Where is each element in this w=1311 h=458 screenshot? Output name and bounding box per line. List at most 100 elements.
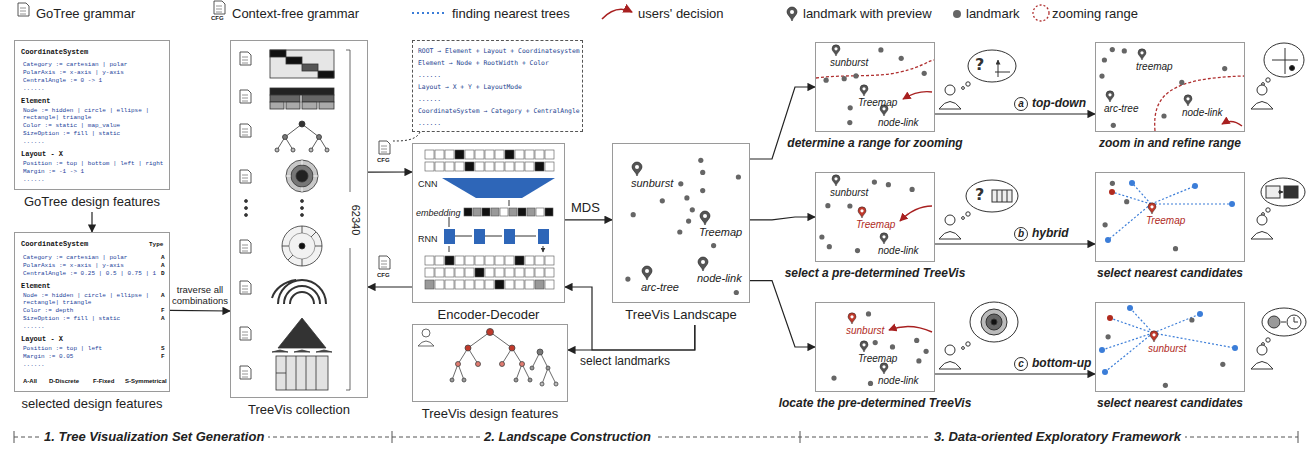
caption: TreeVis Landscape	[625, 307, 736, 322]
caption: TreeVis design features	[422, 406, 559, 421]
candidate-dots-part	[1229, 201, 1235, 207]
thumbnails-part	[301, 207, 304, 210]
landmark-pin	[880, 363, 888, 374]
callout-letter: a	[1014, 97, 1028, 111]
user-decision-part	[903, 92, 932, 99]
thumbnails-part	[299, 243, 305, 249]
node-text: ......	[418, 95, 441, 103]
landmark-dot	[914, 338, 919, 343]
node-text: ......	[23, 361, 45, 368]
matrix-cell	[495, 162, 504, 171]
node-text: PolarAxis := x-axis | y-axis	[23, 69, 124, 76]
thumbnails-part	[245, 207, 248, 210]
tree-figure-part	[520, 362, 525, 367]
edge-label: select landmarks	[578, 354, 672, 368]
user-icon	[1251, 215, 1273, 239]
caption: select nearest candidates	[1097, 396, 1243, 410]
candidate-dots-part	[1107, 315, 1113, 321]
node-text: Layout → X + Y + LayoutMode	[418, 83, 522, 91]
cnn-rnn-figure-part	[474, 229, 485, 244]
landmark-dot	[825, 203, 830, 208]
matrix-cell	[455, 280, 464, 289]
thumbnails-part	[291, 165, 313, 187]
user-icon-part	[1251, 362, 1273, 370]
landmark-dot	[631, 212, 636, 217]
landmark-pin	[880, 233, 888, 244]
thought-bubble	[962, 50, 1016, 89]
landmark-pin-part	[850, 315, 853, 318]
landmark-dot	[1189, 317, 1194, 322]
matrix-cell	[525, 162, 534, 171]
user-icon-part	[945, 85, 955, 95]
landmark-pin-part	[790, 10, 794, 14]
matrix-cell	[445, 162, 454, 171]
thought-icons-part	[981, 309, 1007, 335]
landmark-dot	[916, 358, 921, 363]
node-text: Treemap	[1146, 215, 1185, 227]
tree-figure-part	[530, 366, 534, 370]
matrix-cell	[455, 256, 464, 265]
matrix-cell	[475, 268, 484, 277]
landmark-pin-part	[1186, 97, 1189, 100]
matrix-cell	[527, 208, 535, 216]
landmark-dot	[878, 47, 883, 52]
matrix-cell	[445, 150, 454, 159]
landmark-dot	[866, 311, 871, 316]
legend-text: GoTree grammar	[36, 6, 135, 21]
landmark-pin-part	[834, 177, 837, 180]
landmark-pin-part	[880, 233, 888, 244]
thought-icons-part	[1268, 316, 1280, 328]
legend-swatch	[953, 10, 961, 18]
matrix-cell	[535, 162, 544, 171]
node-text: Treemap	[856, 219, 895, 231]
landmark-pin-part	[1152, 333, 1155, 336]
node-text: Category := cartesian | polar	[23, 61, 127, 68]
tree-figure-part	[546, 366, 550, 370]
matrix-cell	[518, 208, 526, 216]
grammar-box: ROOT → Element + Layout + Coordinatesyst…	[412, 40, 583, 132]
thought-icons-part	[992, 190, 1012, 202]
matrix-cell	[515, 268, 524, 277]
doc-icon-part	[242, 286, 248, 292]
landmark-pin	[698, 257, 708, 271]
callout-letter: b	[1014, 227, 1028, 241]
flow-arrow	[750, 281, 815, 347]
node-text: A	[161, 262, 165, 269]
thumbnails-part	[272, 280, 326, 304]
landmark-pin	[860, 341, 868, 352]
landmark-pin	[787, 7, 797, 21]
landmark-dot	[1110, 47, 1115, 52]
landmark-dot	[1106, 334, 1111, 339]
candidate-dots-part	[1109, 189, 1115, 195]
doc-icon-part	[379, 141, 390, 154]
matrix-cell	[485, 150, 494, 159]
landmark-dot	[868, 381, 873, 386]
node-text: ......	[418, 71, 441, 79]
thumbnails-part	[319, 102, 334, 109]
landmark-dot	[678, 181, 683, 186]
flow-arrow	[565, 219, 612, 220]
thought-bubble-part	[966, 212, 970, 216]
candidate-dots-part	[1127, 305, 1133, 311]
node-text: F	[161, 307, 165, 314]
thumbnails-part	[286, 57, 302, 64]
landmark-dot	[847, 120, 852, 125]
landmark-pin	[1138, 49, 1146, 60]
matrix-cell	[435, 268, 444, 277]
node-text: CoordinateSystem → Category + CentralAng…	[418, 107, 580, 115]
node-text: SizeOption := fill | static	[23, 130, 120, 137]
doc-icon-part	[20, 8, 26, 14]
node-text: CoordinateSystem	[21, 241, 88, 249]
thought-icons	[981, 48, 1301, 335]
matrix-cell	[535, 280, 544, 289]
landscape-box: TreeVis LandscapesunburstTreemapnode-lin…	[612, 143, 750, 303]
user-icon	[939, 85, 961, 109]
node-text: Element	[21, 98, 50, 106]
thumbnails-part	[270, 102, 284, 109]
thought-icons-part	[997, 190, 1007, 202]
landscape-view: select nearest candidatesTreemap	[1095, 172, 1245, 262]
thought-bubble-part	[1266, 78, 1270, 82]
landmark-pin-part	[882, 365, 885, 368]
matrix-cell	[464, 208, 472, 216]
